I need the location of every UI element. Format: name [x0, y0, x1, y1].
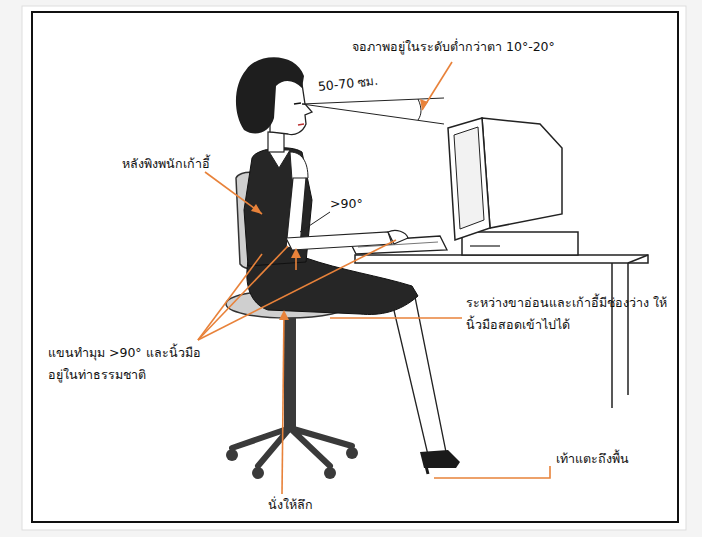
- desk-leg: [612, 255, 648, 408]
- collar: [268, 150, 290, 168]
- angle-arc: [418, 99, 421, 120]
- sleeve: [290, 152, 308, 180]
- callout-label: เท้าแตะถึงพื้น: [556, 448, 671, 470]
- angle-pointer: [300, 212, 330, 232]
- shoe: [420, 450, 460, 468]
- hair: [236, 57, 304, 133]
- callout-label: นั่งให้ลึก: [268, 494, 368, 516]
- page-background: [22, 6, 686, 530]
- frame: [32, 12, 678, 522]
- leader-line: [282, 312, 284, 494]
- monitor-body: [482, 118, 562, 228]
- leader-line: [205, 172, 262, 214]
- eye: [294, 103, 301, 104]
- callout-label: 50-70 ซม.: [317, 67, 409, 98]
- drive-slot: [470, 245, 500, 246]
- neck: [268, 132, 284, 152]
- chair-base: [232, 428, 352, 466]
- chair-wheel: [252, 467, 264, 479]
- arrow-head: [279, 310, 289, 320]
- chair-wheel: [324, 467, 336, 479]
- callout-label: แขนทำมุม >90° และนิ้วมือ อยู่ในท่าธรรมชา…: [48, 342, 208, 386]
- callout-label: >90°: [330, 193, 390, 215]
- callout-label: ระหว่างขาอ่อนและเก้าอี้มีช่องว่าง ให้นิ้…: [466, 292, 676, 336]
- callout-label: จอภาพอยู่ในระดับต่ำกว่าตา 10°-20°: [352, 36, 652, 58]
- arrow-head: [291, 248, 301, 258]
- lower-leg: [392, 292, 446, 455]
- shoe-heel: [426, 466, 428, 474]
- monitor-bezel: [448, 118, 490, 240]
- arrow-head: [420, 99, 428, 110]
- leader-line: [198, 254, 262, 340]
- computer-case: [462, 232, 578, 255]
- leader-line: [330, 317, 462, 319]
- chair-wheel: [346, 447, 358, 459]
- forearm: [286, 232, 392, 250]
- skirt: [247, 258, 418, 314]
- callout-label: หลังพิงพนักเก้าอี้: [122, 153, 262, 175]
- arrow-head: [251, 204, 262, 214]
- chair-post: [284, 318, 296, 430]
- chair-wheel: [226, 449, 238, 461]
- desk-top: [355, 255, 648, 263]
- leader-line: [198, 240, 396, 340]
- leader-line: [434, 466, 550, 478]
- leader-line: [198, 246, 288, 340]
- mouth: [298, 124, 304, 125]
- monitor-screen: [454, 127, 484, 229]
